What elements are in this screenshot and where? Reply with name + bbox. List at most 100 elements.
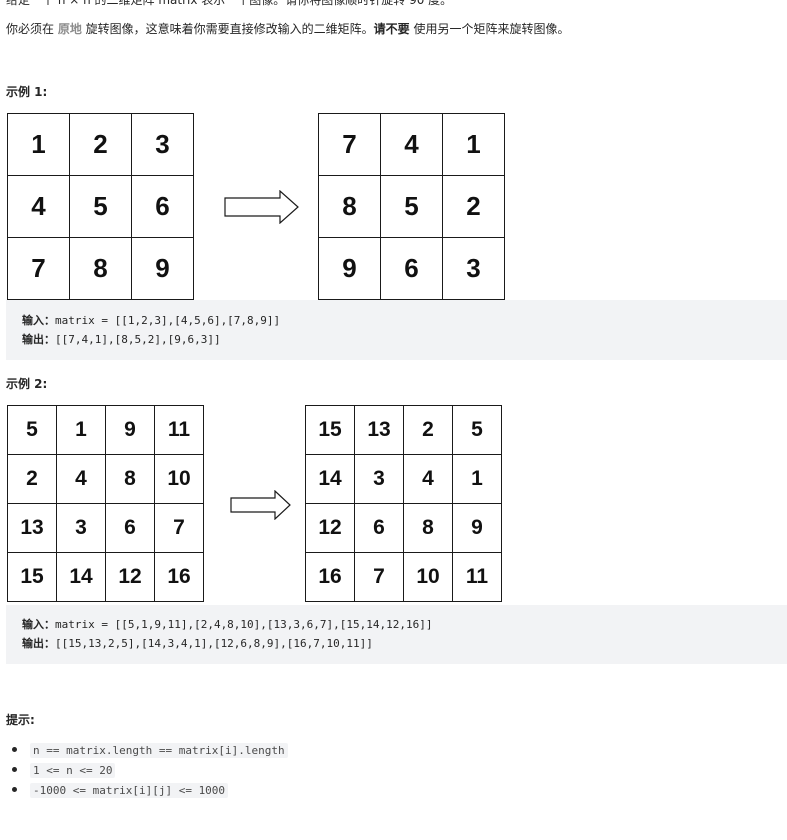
matrix-cell: 9 <box>318 237 381 300</box>
matrix-cell: 6 <box>131 175 194 238</box>
hints-title: 提示: <box>6 713 35 727</box>
example-2-code-block: 输入：matrix = [[5,1,9,11],[2,4,8,10],[13,3… <box>6 605 787 664</box>
matrix-cell: 10 <box>403 552 453 602</box>
matrix-row: 1 2 3 <box>7 113 194 176</box>
matrix-cell: 13 <box>7 503 57 553</box>
matrix-cell: 11 <box>452 552 502 602</box>
matrix-cell: 4 <box>56 454 106 504</box>
matrix-cell: 3 <box>442 237 505 300</box>
constraint-code: 1 <= n <= 20 <box>30 763 116 778</box>
matrix-cell: 9 <box>452 503 502 553</box>
matrix-row: 15 13 2 5 <box>305 405 502 455</box>
do-not-emphasis: 请不要 <box>373 22 410 36</box>
matrix-cell: 5 <box>380 175 443 238</box>
matrix-cell: 4 <box>7 175 70 238</box>
matrix-row: 4 5 6 <box>7 175 194 238</box>
intro-text-2: 旋转图像，这意味着你需要直接修改输入的二维矩阵。 <box>81 22 374 36</box>
output-label: 输出： <box>22 637 55 650</box>
matrix-cell: 13 <box>354 405 404 455</box>
matrix-cell: 5 <box>452 405 502 455</box>
matrix-cell: 9 <box>131 237 194 300</box>
matrix-row: 13 3 6 7 <box>7 503 204 553</box>
matrix-cell: 1 <box>7 113 70 176</box>
matrix-cell: 15 <box>7 552 57 602</box>
matrix-row: 9 6 3 <box>318 237 505 300</box>
matrix-cell: 1 <box>56 405 106 455</box>
example-2-output-matrix: 15 13 2 5 14 3 4 1 12 6 8 9 16 7 10 11 <box>305 405 502 602</box>
example-1-title: 示例 1: <box>6 85 48 99</box>
constraint-code: n == matrix.length == matrix[i].length <box>30 743 288 758</box>
matrix-row: 14 3 4 1 <box>305 454 502 504</box>
matrix-cell: 1 <box>442 113 505 176</box>
constraints-list: n == matrix.length == matrix[i].length 1… <box>12 740 288 800</box>
example-1-output-matrix: 7 4 1 8 5 2 9 6 3 <box>318 113 505 300</box>
matrix-cell: 14 <box>305 454 355 504</box>
matrix-cell: 2 <box>69 113 132 176</box>
matrix-cell: 2 <box>403 405 453 455</box>
matrix-cell: 8 <box>403 503 453 553</box>
matrix-cell: 6 <box>354 503 404 553</box>
intro-text-3: 使用另一个矩阵来旋转图像。 <box>409 22 570 36</box>
example-2-input-matrix: 5 1 9 11 2 4 8 10 13 3 6 7 15 14 12 16 <box>7 405 204 602</box>
matrix-cell: 5 <box>69 175 132 238</box>
list-item: -1000 <= matrix[i][j] <= 1000 <box>12 780 288 800</box>
matrix-row: 8 5 2 <box>318 175 505 238</box>
matrix-cell: 11 <box>154 405 204 455</box>
intro-text-1: 你必须在 <box>6 22 58 36</box>
list-item: 1 <= n <= 20 <box>12 760 288 780</box>
input-label: 输入： <box>22 314 55 327</box>
matrix-cell: 7 <box>354 552 404 602</box>
matrix-cell: 9 <box>105 405 155 455</box>
matrix-row: 7 4 1 <box>318 113 505 176</box>
matrix-cell: 2 <box>7 454 57 504</box>
output-value: [[15,13,2,5],[14,3,4,1],[12,6,8,9],[16,7… <box>55 637 373 650</box>
rotate-arrow-icon <box>224 190 299 224</box>
matrix-cell: 4 <box>403 454 453 504</box>
matrix-cell: 12 <box>105 552 155 602</box>
matrix-cell: 3 <box>354 454 404 504</box>
example-1-input-matrix: 1 2 3 4 5 6 7 8 9 <box>7 113 194 300</box>
example-1-code-block: 输入：matrix = [[1,2,3],[4,5,6],[7,8,9]] 输出… <box>6 300 787 360</box>
output-line: 输出：[[7,4,1],[8,5,2],[9,6,3]] <box>22 330 787 349</box>
matrix-cell: 6 <box>105 503 155 553</box>
example-2-title: 示例 2: <box>6 377 48 391</box>
matrix-cell: 14 <box>56 552 106 602</box>
matrix-row: 16 7 10 11 <box>305 552 502 602</box>
matrix-cell: 3 <box>131 113 194 176</box>
input-label: 输入： <box>22 618 55 631</box>
matrix-cell: 8 <box>318 175 381 238</box>
input-line: 输入：matrix = [[5,1,9,11],[2,4,8,10],[13,3… <box>22 615 787 634</box>
matrix-cell: 3 <box>56 503 106 553</box>
matrix-cell: 7 <box>318 113 381 176</box>
constraint-code: -1000 <= matrix[i][j] <= 1000 <box>30 783 229 798</box>
matrix-cell: 7 <box>154 503 204 553</box>
matrix-cell: 16 <box>154 552 204 602</box>
input-value: matrix = [[1,2,3],[4,5,6],[7,8,9]] <box>55 314 281 327</box>
input-value: matrix = [[5,1,9,11],[2,4,8,10],[13,3,6,… <box>55 618 433 631</box>
problem-statement-partial: 给定一个 n × n 的二维矩阵 matrix 表示一个图像。请你将图像顺时针旋… <box>6 0 453 7</box>
matrix-cell: 1 <box>452 454 502 504</box>
output-label: 输出： <box>22 333 55 346</box>
in-place-highlight: 原地 <box>57 22 82 36</box>
matrix-row: 15 14 12 16 <box>7 552 204 602</box>
matrix-cell: 4 <box>380 113 443 176</box>
matrix-cell: 16 <box>305 552 355 602</box>
list-item: n == matrix.length == matrix[i].length <box>12 740 288 760</box>
matrix-row: 7 8 9 <box>7 237 194 300</box>
matrix-cell: 7 <box>7 237 70 300</box>
matrix-cell: 12 <box>305 503 355 553</box>
matrix-row: 2 4 8 10 <box>7 454 204 504</box>
input-line: 输入：matrix = [[1,2,3],[4,5,6],[7,8,9]] <box>22 311 787 330</box>
problem-description: 你必须在 原地 旋转图像，这意味着你需要直接修改输入的二维矩阵。请不要 使用另一… <box>6 20 570 37</box>
matrix-row: 12 6 8 9 <box>305 503 502 553</box>
rotate-arrow-icon <box>230 490 291 520</box>
matrix-cell: 15 <box>305 405 355 455</box>
matrix-cell: 8 <box>105 454 155 504</box>
output-line: 输出：[[15,13,2,5],[14,3,4,1],[12,6,8,9],[1… <box>22 634 787 653</box>
matrix-row: 5 1 9 11 <box>7 405 204 455</box>
matrix-cell: 5 <box>7 405 57 455</box>
matrix-cell: 10 <box>154 454 204 504</box>
matrix-cell: 8 <box>69 237 132 300</box>
output-value: [[7,4,1],[8,5,2],[9,6,3]] <box>55 333 221 346</box>
matrix-cell: 6 <box>380 237 443 300</box>
